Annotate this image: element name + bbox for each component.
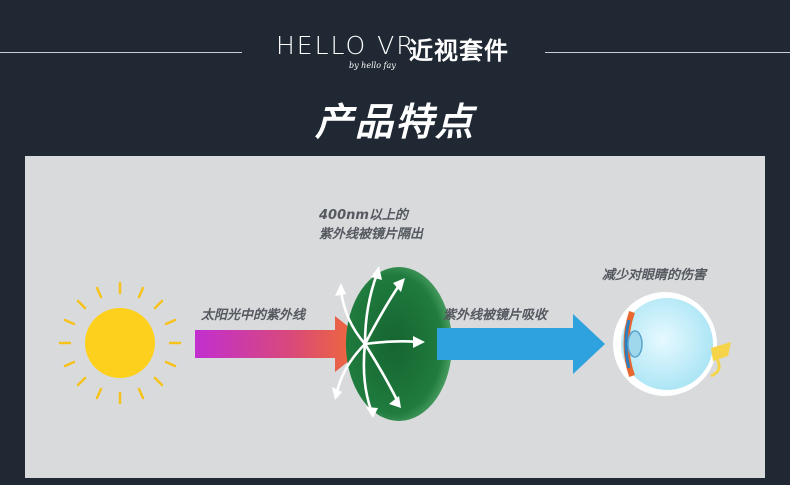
brand-logo: HELLO VR [276, 31, 416, 60]
eye-protection-caption: 减少对眼睛的伤害 [602, 268, 707, 283]
section-title: 产品特点 [314, 99, 475, 144]
lens-icon [332, 266, 453, 421]
lens-caption-line1: 400nm以上的 [319, 208, 408, 223]
feature-diagram-panel: 400nm以上的 紫外线被镜片隔出 太阳光中的紫外线 紫外线被镜片吸收 减少对眼… [25, 156, 765, 478]
feature-diagram [58, 266, 731, 421]
absorbed-arrow [437, 314, 605, 374]
page-title: 近视套件 [409, 37, 509, 65]
header-divider-left [0, 52, 242, 53]
header-divider-right [545, 52, 790, 53]
uv-light-arrow [195, 316, 370, 372]
uv-absorbed-label: 紫外线被镜片吸收 [443, 308, 548, 323]
brand-tagline: by hello fay [349, 61, 396, 70]
sun-icon [58, 281, 182, 405]
lens-caption-line2: 紫外线被镜片隔出 [319, 227, 424, 242]
eye-icon [613, 292, 731, 396]
sunlight-uv-label: 太阳光中的紫外线 [201, 308, 306, 323]
